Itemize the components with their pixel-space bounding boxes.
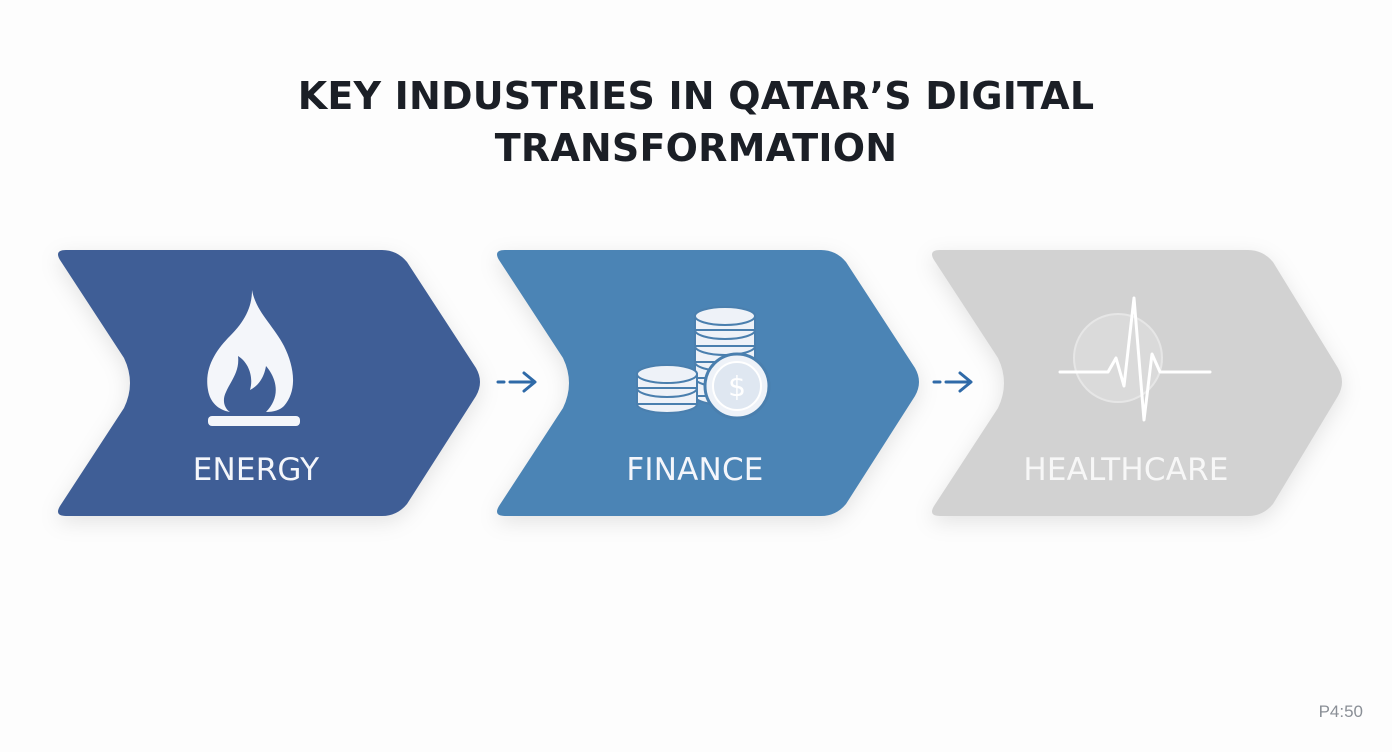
arrow-connector-2 [932,371,973,393]
step-label-finance: FINANCE [626,452,764,488]
coins-icon: $ [636,306,771,420]
step-label-healthcare: HEALTHCARE [1023,452,1229,488]
title-line-1: KEY INDUSTRIES IN QATAR’S DIGITAL [297,74,1095,118]
title-line-2: TRANSFORMATION [494,126,898,170]
page-number: P4:50 [1318,702,1363,721]
heartbeat-icon [1058,296,1212,422]
step-label-energy: ENERGY [192,452,320,488]
svg-text:$: $ [728,370,746,403]
step-energy: ENERGY [52,248,480,518]
step-finance: $ FINANCE [491,248,919,518]
step-healthcare: HEALTHCARE [926,248,1346,518]
flame-icon [207,290,300,426]
diagram-title: KEY INDUSTRIES IN QATAR’S DIGITAL TRANSF… [246,70,1146,174]
chevron-fill-energy [58,250,480,516]
chevron-shape-energy [58,250,480,516]
arrow-connector-1 [496,371,537,393]
